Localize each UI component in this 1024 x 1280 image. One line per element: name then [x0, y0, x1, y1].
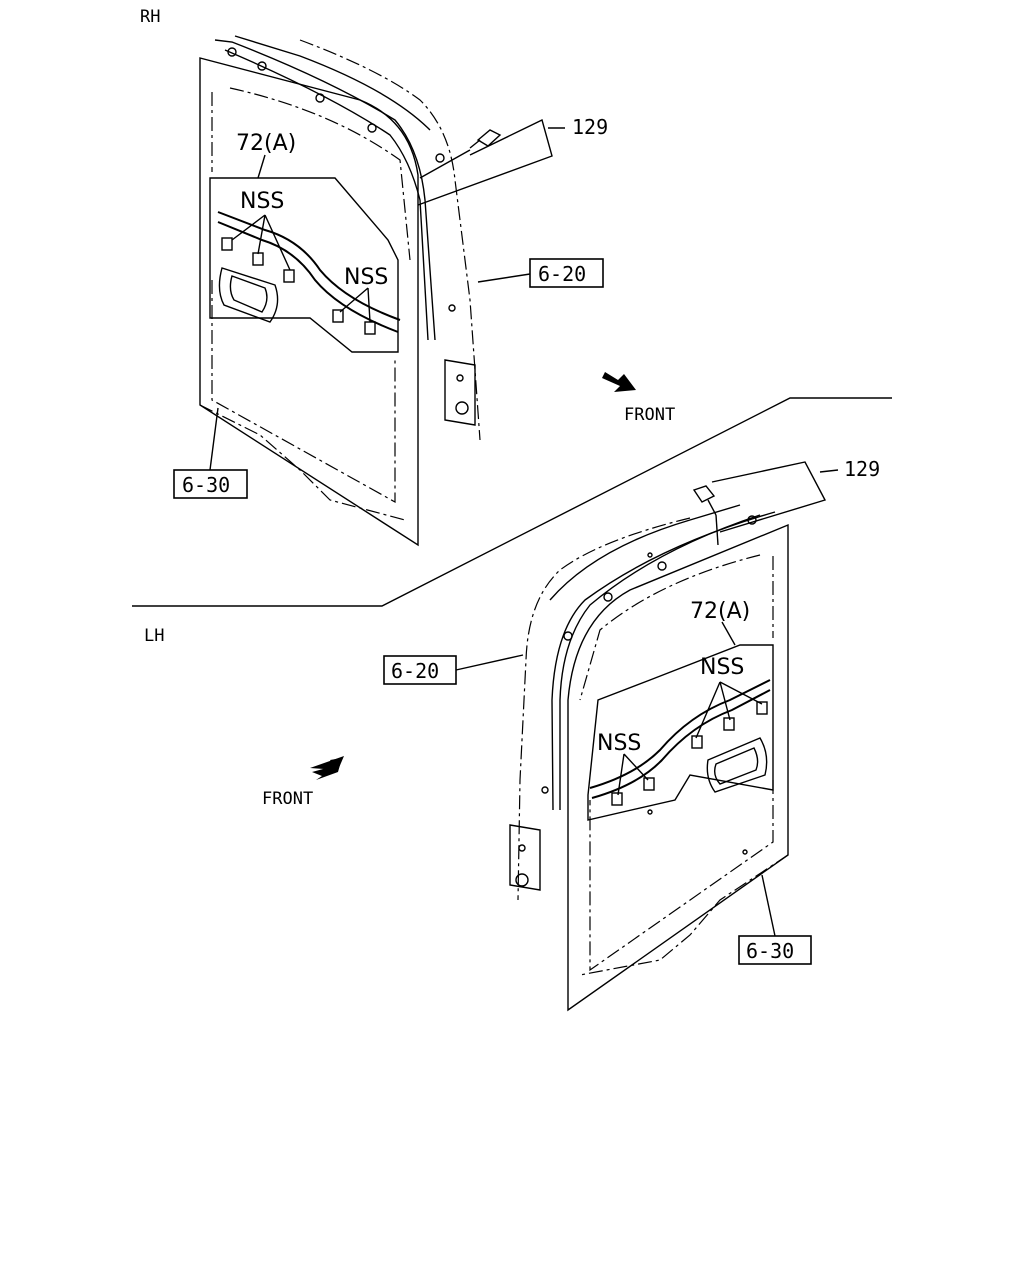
rh-weatherstrip-inset: [209, 154, 401, 353]
rh-callout-72a: 72(A): [236, 131, 296, 156]
rh-ref-6-30-label: 6-30: [182, 473, 230, 497]
lh-side-label: LH: [144, 626, 164, 646]
rh-front-arrow-icon: [602, 372, 636, 392]
lh-front-label: FRONT: [262, 789, 313, 809]
lh-ref-6-20[interactable]: 6-20: [383, 655, 457, 685]
rh-door-panel: [199, 35, 481, 547]
section-divider: [132, 397, 892, 607]
lh-front-arrow-icon: [310, 756, 344, 780]
rh-section: RH: [140, 7, 675, 547]
lh-door-panel: [509, 504, 789, 1012]
rh-callout-129: 129: [572, 115, 608, 139]
lh-callout-nss-upper: NSS: [700, 655, 744, 680]
rh-front-label: FRONT: [624, 405, 675, 425]
lh-ref-6-20-label: 6-20: [391, 659, 439, 683]
rh-bolt-129: [417, 119, 553, 206]
lh-section: LH: [144, 457, 880, 1012]
lh-callout-129: 129: [844, 457, 880, 481]
lh-weatherstrip-inset: [587, 621, 774, 855]
lh-ref-6-30[interactable]: 6-30: [738, 935, 812, 965]
rh-ref-6-30[interactable]: 6-30: [173, 469, 248, 499]
lh-callout-nss-lower: NSS: [597, 731, 641, 756]
lh-bolt-129: [692, 461, 827, 546]
rh-callout-nss-upper: NSS: [240, 189, 284, 214]
lh-ref-6-30-label: 6-30: [746, 939, 794, 963]
rh-ref-6-20-label: 6-20: [538, 262, 586, 286]
rh-callout-nss-lower: NSS: [344, 265, 388, 290]
rh-ref-6-20[interactable]: 6-20: [529, 258, 604, 288]
rh-side-label: RH: [140, 7, 160, 27]
lh-callout-72a: 72(A): [690, 599, 750, 624]
